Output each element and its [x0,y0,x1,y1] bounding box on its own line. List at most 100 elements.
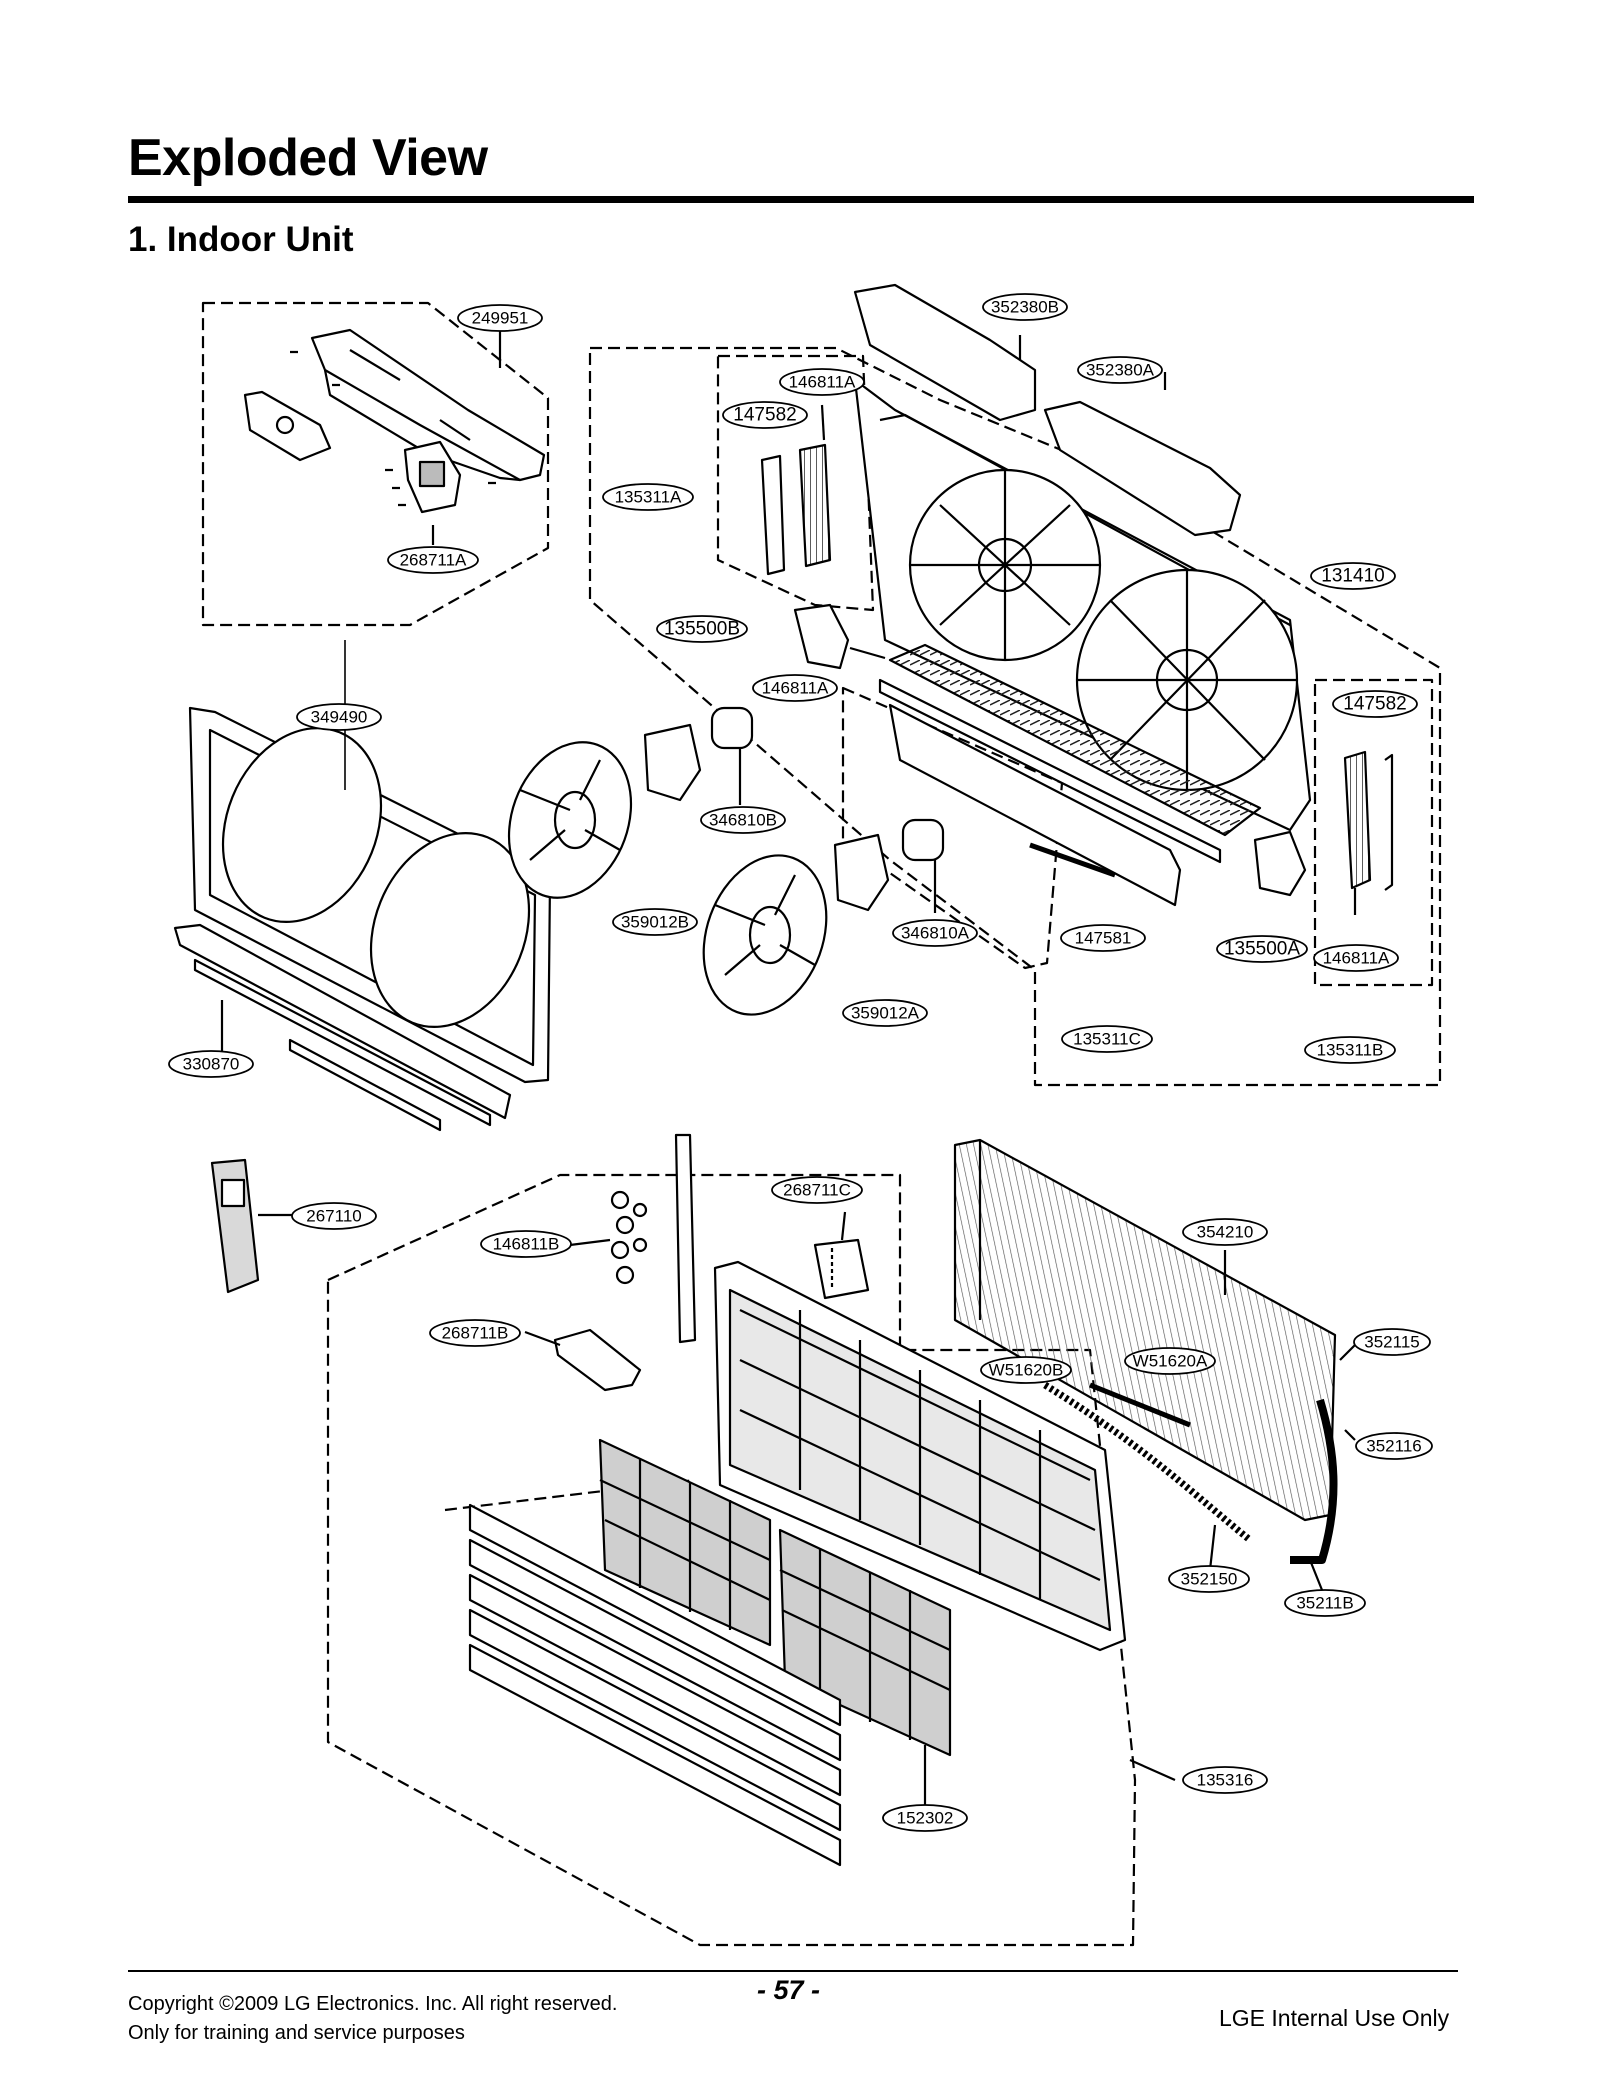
callout-label-w51620a: W51620A [1133,1352,1208,1371]
cabinet-group-outline [588,346,1442,1087]
callout-label-352115: 352115 [1364,1333,1419,1352]
callout-146811b [480,1230,572,1258]
terminal-block-right [1253,750,1394,915]
callout-147582-right [1332,690,1418,718]
callout-352380b [982,293,1068,321]
filter-right [778,1528,952,1805]
callout-w51620a [1124,1347,1216,1375]
callout-135500a [1216,935,1308,963]
callout-352380a [1077,356,1163,384]
callout-354210 [1182,1218,1268,1246]
front-louvers [468,1503,842,1867]
callout-label-35211b: 35211B [1296,1594,1353,1613]
callout-330870 [168,1050,254,1078]
callout-label-135500a: 135500A [1224,939,1300,960]
louver-assembly [173,923,512,1132]
refrigerant-pipes [1043,1339,1361,1591]
callout-label-352116: 352116 [1366,1437,1421,1456]
callout-label-147581: 147581 [1075,929,1132,948]
callout-label-268711a: 268711A [400,551,467,570]
callout-label-152302: 152302 [897,1809,954,1828]
callout-label-359012a: 359012A [851,1004,920,1023]
pcb-268711b [524,1328,642,1392]
callout-label-354210: 354210 [1197,1223,1254,1242]
footer-left: Copyright ©2009 LG Electronics. Inc. All… [128,1990,617,2048]
callout-135500b [656,615,748,643]
callout-135316 [1182,1766,1268,1794]
callout-label-268711b: 268711B [442,1324,509,1343]
switch-bracket-b [793,603,886,670]
callout-label-135316: 135316 [1197,1771,1254,1790]
callout-label-146811b: 146811B [493,1235,560,1254]
callout-label-352380a: 352380A [1086,361,1155,380]
callout-label-346810a: 346810A [901,924,970,943]
section-title: 1. Indoor Unit [128,220,354,259]
callout-label-146811a-right: 146811A [1323,949,1390,968]
callout-267110 [291,1202,377,1230]
callout-label-131410: 131410 [1321,566,1384,587]
callout-label-352380b: 352380B [991,298,1059,317]
terminal-block-top [760,404,832,576]
sensor-cluster [569,1133,697,1344]
callout-146811a-mid [752,674,838,702]
callout-label-146811a-mid: 146811A [762,679,829,698]
callout-w51620b [980,1356,1072,1384]
internal-use-text: LGE Internal Use Only [1219,2005,1450,2031]
callout-146811a-right [1313,944,1399,972]
purpose-text: Only for training and service purposes [128,2022,465,2044]
callout-352150 [1168,1565,1250,1593]
callout-label-330870: 330870 [183,1055,240,1074]
title-rule [128,196,1474,203]
callout-35211b [1284,1589,1366,1617]
callout-359012b [612,908,698,936]
remote-control [210,1158,295,1294]
callout-label-268711c: 268711C [783,1181,851,1200]
fan-b [507,741,633,899]
page-title: Exploded View [128,129,488,187]
callout-label-352150: 352150 [1181,1570,1238,1589]
callout-268711a [387,546,479,574]
callout-349490 [296,703,382,731]
callout-135311b [1304,1036,1396,1064]
callout-359012a [842,999,928,1027]
callout-268711c [771,1176,863,1204]
callout-label-147582-top: 147582 [733,405,796,426]
callout-label-249951: 249951 [472,309,529,328]
motor-mounts [643,706,945,913]
callout-346810a [892,919,978,947]
callout-label-147582-right: 147582 [1343,694,1406,715]
callout-147582-top [722,401,808,429]
callout-label-135311c: 135311C [1073,1030,1141,1049]
callout-label-346810b: 346810B [709,811,777,830]
callout-268711b [429,1319,521,1347]
callout-131410 [1310,562,1396,590]
footer-rule [128,1970,1458,1972]
callout-352116 [1355,1432,1433,1460]
callout-label-267110: 267110 [306,1207,361,1226]
callout-label-135311b: 135311B [1317,1041,1384,1060]
front-grille [713,1260,1176,1782]
louver-147581 [888,703,1182,907]
case-frame [853,378,1312,864]
callout-352115 [1353,1328,1431,1356]
callout-label-349490: 349490 [311,708,368,727]
callout-135311a [602,483,694,511]
filter-left [598,1438,772,1647]
callout-label-135311a: 135311A [615,488,682,507]
callout-label-w51620b: W51620B [989,1361,1064,1380]
callout-249951 [457,304,543,332]
callout-label-135500b: 135500B [664,619,740,640]
callout-146811a-top [779,368,865,396]
callout-147581 [1060,924,1146,952]
callout-label-359012b: 359012B [621,913,689,932]
air-guides [853,283,1242,537]
callout-135311c [1061,1025,1153,1053]
copyright-text: Copyright ©2009 LG Electronics. Inc. All… [128,1993,618,2015]
callout-152302 [882,1804,968,1832]
callout-label-146811a-top: 146811A [789,373,856,392]
callout-346810b [700,806,786,834]
control-box-group [201,301,550,627]
page-number: - 57 - [757,1975,821,2005]
front-frame [188,640,552,1084]
